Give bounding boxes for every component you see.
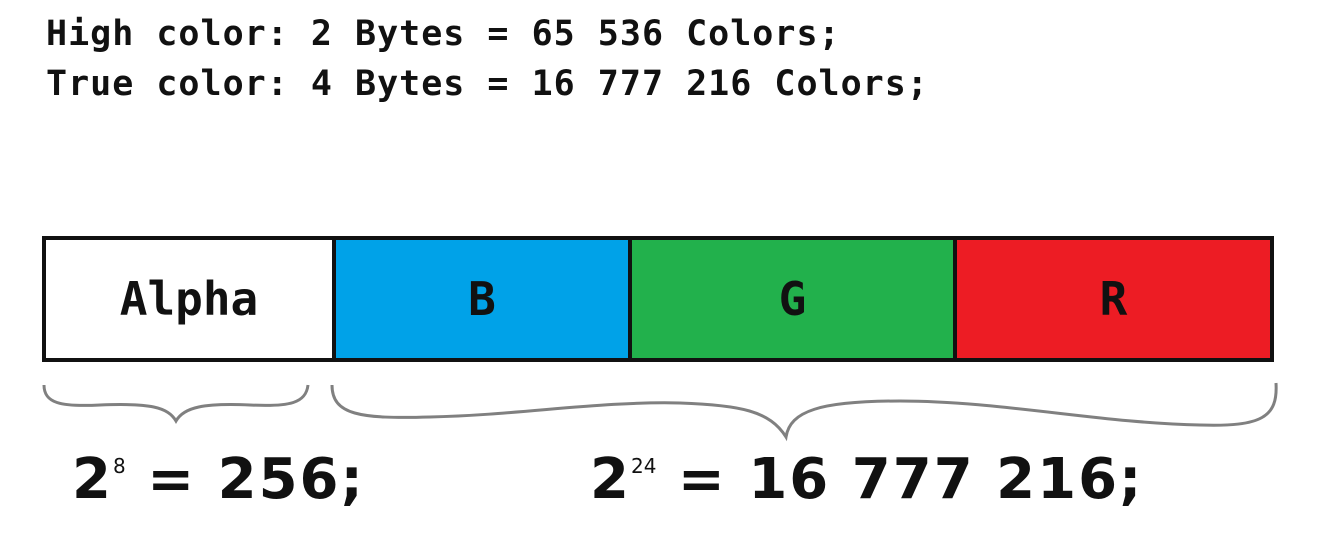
bgr-formula-exponent: 24 [630, 454, 657, 478]
bgr-formula-base: 2 [590, 447, 631, 512]
true-color-line: True color: 4 Bytes = 16 777 216 Colors; [46, 64, 929, 104]
green-channel-cell: G [628, 240, 953, 358]
byte-layout-bar: Alpha B G R [42, 236, 1274, 362]
bgr-formula: 224 = 16 777 216; [590, 452, 1143, 508]
bgr-formula-result: = 16 777 216; [656, 447, 1144, 512]
bgr-brace [330, 382, 1278, 442]
alpha-channel-cell: Alpha [46, 240, 332, 358]
blue-channel-cell: B [332, 240, 628, 358]
alpha-formula-result: = 256; [125, 447, 365, 512]
braces-graphic [42, 382, 1278, 442]
alpha-brace [42, 384, 310, 425]
high-color-line: High color: 2 Bytes = 65 536 Colors; [46, 14, 841, 54]
alpha-formula-base: 2 [72, 447, 113, 512]
red-channel-cell: R [953, 240, 1270, 358]
alpha-formula: 28 = 256; [72, 452, 365, 508]
alpha-formula-exponent: 8 [112, 454, 126, 478]
